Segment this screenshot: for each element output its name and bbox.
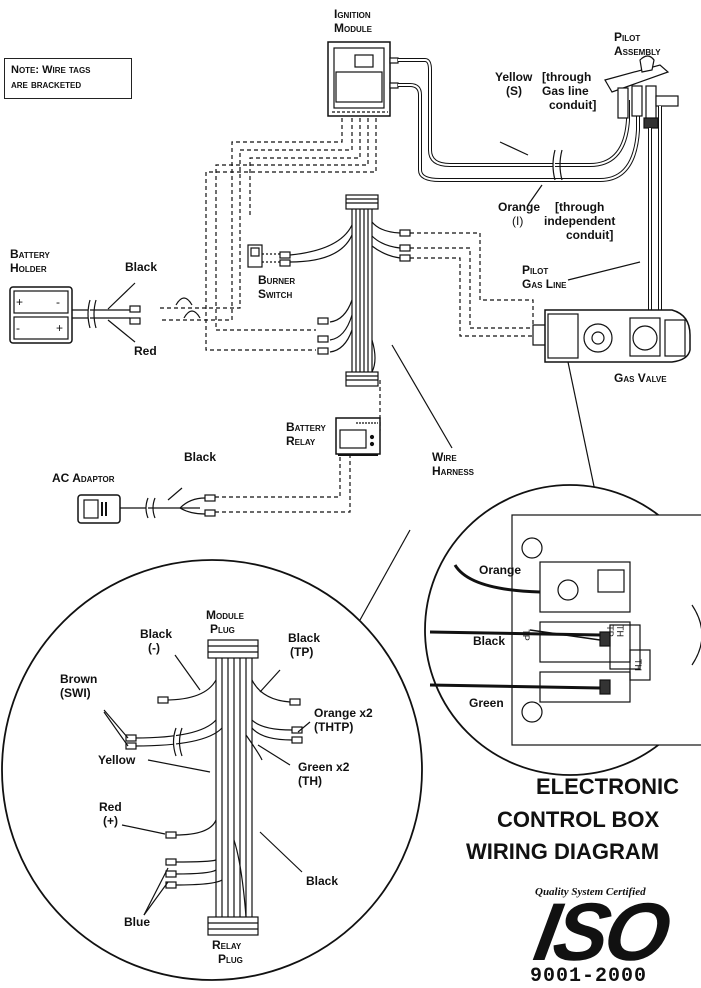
plug-red-line1: Red <box>99 800 122 814</box>
detail-tp-label: TP <box>520 629 531 641</box>
orange-wire-tag: (I) <box>512 214 524 228</box>
plug-detail-circle <box>1 529 423 981</box>
title-line-1: ELECTRONIC <box>536 774 679 799</box>
plug-black-neg-line2: (-) <box>148 641 160 655</box>
plug-green-line2: (TH) <box>298 774 322 788</box>
yellow-wire-route-3: conduit] <box>549 98 597 112</box>
plug-brown-line1: Brown <box>60 672 98 686</box>
wire-harness-line2: Harness <box>432 464 475 478</box>
plug-orange-line2: (THTP) <box>314 720 354 734</box>
battery-relay-line1: Battery <box>286 420 326 434</box>
orange-wire-route-1: [through <box>555 200 605 214</box>
battery-holder-icon: + - - + <box>9 282 201 344</box>
yellow-wire-route-2: Gas line <box>542 84 589 98</box>
yellow-wire-route-1: [through <box>542 70 592 84</box>
battery-holder-line1: Battery <box>10 247 50 261</box>
plug-brown-line2: (SWI) <box>60 686 91 700</box>
ignition-module-icon <box>327 41 399 117</box>
iso-number: 9001-2000 <box>530 965 648 988</box>
note-line-1: Note: Wire tags <box>11 64 91 76</box>
wire-harness-label: Wire Harness <box>432 450 474 478</box>
plug-red-line2: (+) <box>103 814 118 828</box>
battery-relay-icon <box>335 417 381 456</box>
pilot-gas-line-label: Pilot Gas Line <box>522 263 566 291</box>
module-plug-line2: Plug <box>210 622 235 636</box>
burner-switch-line1: Burner <box>258 273 296 287</box>
orange-wire-route-2: independent <box>544 214 616 228</box>
pilot-assembly-icon <box>567 55 679 310</box>
plug-black-neg-line1: Black <box>140 627 173 641</box>
svg-text:+: + <box>56 321 63 335</box>
ignition-module-label: Ignition Module <box>334 7 372 35</box>
relay-plug-label: Relay Plug <box>212 938 243 966</box>
module-plug-line1: Module <box>206 608 244 622</box>
svg-text:-: - <box>56 295 60 309</box>
ac-adaptor-icon <box>77 487 216 524</box>
ac-adaptor-wire-label: Black <box>184 450 217 464</box>
pilot-assembly-line2: Assembly <box>614 44 661 58</box>
pilot-assembly-label: Pilot Assembly <box>614 30 661 58</box>
module-plug-label: Module Plug <box>206 608 244 636</box>
battery-holder-line2: Holder <box>10 261 47 275</box>
detail-th-tp-label-2: TP <box>604 625 615 637</box>
battery-holder-label: Battery Holder <box>10 247 50 275</box>
wire-harness-line1: Wire <box>432 450 457 464</box>
iso-certified-label: Quality System Certified <box>535 886 646 898</box>
plug-black-tp-label: Black (TP) <box>288 631 320 659</box>
battery-relay-label: Battery Relay <box>286 420 326 448</box>
burner-switch-line2: Switch <box>258 287 293 301</box>
detail-orange-label: Orange <box>479 563 522 577</box>
dashed-wires <box>160 118 534 513</box>
gas-valve-icon <box>532 309 691 363</box>
plug-yellow-label: Yellow <box>98 753 136 767</box>
wire-harness <box>279 194 453 449</box>
note-line-2: are bracketed <box>11 79 82 91</box>
yellow-wire-tag: (S) <box>506 84 522 98</box>
pilot-wires <box>398 58 640 206</box>
orange-wire-color: Orange <box>498 200 541 214</box>
title-line-3: WIRING DIAGRAM <box>466 839 660 864</box>
plug-green-line1: Green x2 <box>298 760 350 774</box>
plug-orange-line1: Orange x2 <box>314 706 373 720</box>
plug-black-tp-line1: Black <box>288 631 321 645</box>
plug-black-label: Black <box>306 874 339 888</box>
detail-th-label: TH <box>633 659 643 671</box>
plug-black-tp-line2: (TP) <box>290 645 314 659</box>
title-line-2: CONTROL BOX <box>497 807 660 832</box>
ignition-module-line2: Module <box>334 21 372 35</box>
burner-switch-label: Burner Switch <box>258 273 295 301</box>
note-box: Note: Wire tags are bracketed <box>4 58 132 99</box>
plug-brown-label: Brown (SWI) <box>60 672 97 700</box>
pilot-gas-line-line1: Pilot <box>522 263 549 277</box>
plug-green-label: Green x2 (TH) <box>298 760 349 788</box>
gas-valve-label: Gas Valve <box>614 371 667 385</box>
svg-text:-: - <box>16 321 20 335</box>
yellow-wire-color: Yellow <box>495 70 533 84</box>
burner-switch-icon <box>247 244 280 268</box>
battery-relay-line2: Relay <box>286 434 316 448</box>
orange-wire-route-3: conduit] <box>566 228 614 242</box>
plug-red-label: Red (+) <box>99 800 122 828</box>
pilot-assembly-line1: Pilot <box>614 30 641 44</box>
detail-green-label: Green <box>469 696 504 710</box>
battery-red-label: Red <box>134 344 157 358</box>
ignition-module-line1: Ignition <box>334 7 371 21</box>
svg-text:+: + <box>16 295 23 309</box>
ac-adaptor-label: AC Adaptor <box>52 471 115 485</box>
relay-plug-line1: Relay <box>212 938 242 952</box>
plug-orange-label: Orange x2 (THTP) <box>314 706 373 734</box>
plug-black-neg-label: Black (-) <box>140 627 172 655</box>
battery-black-label: Black <box>125 260 158 274</box>
detail-black-label: Black <box>473 634 506 648</box>
pilot-gas-line-line2: Gas Line <box>522 277 567 291</box>
plug-blue-label: Blue <box>124 915 151 929</box>
valve-detail-circle <box>424 361 701 776</box>
relay-plug-line2: Plug <box>218 952 243 966</box>
iso-logo: ISO <box>528 887 674 978</box>
